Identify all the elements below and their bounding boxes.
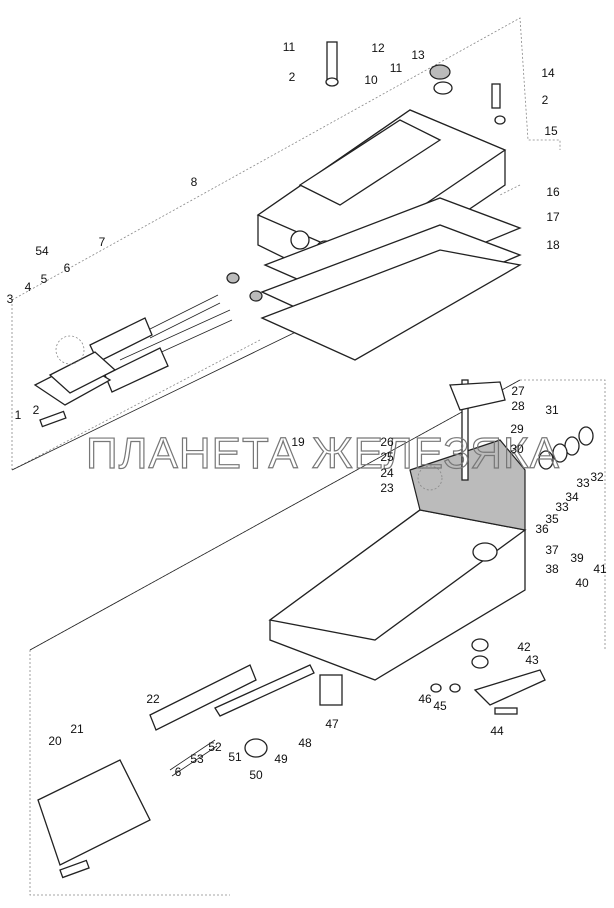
callout-26: 26 [380,435,394,449]
callout-29: 29 [510,422,524,436]
callout-53: 53 [190,752,204,766]
upper-small-parts [226,41,506,302]
callout-12: 12 [371,41,385,55]
assembly-frames [11,17,606,896]
callout-50: 50 [249,768,263,782]
watermark-text: ПЛАНЕТА ЖЕЛЕЗЯКА [86,429,560,478]
callout-51: 51 [228,750,242,764]
callout-11: 11 [283,40,296,54]
watermark: ПЛАНЕТА ЖЕЛЕЗЯКА [85,428,560,478]
callout-45: 45 [433,699,447,713]
callout-32: 32 [590,470,604,484]
callout-27: 27 [511,384,525,398]
callout-38: 38 [545,562,559,576]
callout-18: 18 [546,238,560,252]
callout-1: 1 [15,408,22,422]
callout-21: 21 [70,722,84,736]
callout-20: 20 [48,734,62,748]
callout-40: 40 [575,576,589,590]
callout-25: 25 [380,450,394,464]
callout-19: 19 [291,435,305,449]
callout-43: 43 [525,653,539,667]
callout-42: 42 [517,640,531,654]
callout-4: 4 [25,280,32,294]
callout-35: 35 [545,512,559,526]
callout-7: 7 [99,235,106,249]
callout-2: 2 [33,403,40,417]
callout-44: 44 [490,724,504,738]
callout-3: 3 [7,292,14,306]
callout-52: 52 [208,740,222,754]
callout-47: 47 [325,717,339,731]
callout-5: 5 [41,272,48,286]
callout-54: 54 [35,244,49,258]
callout-14: 14 [541,66,555,80]
callout-36: 36 [535,522,549,536]
callout-6: 6 [64,261,71,275]
callout-41: 41 [593,562,607,576]
valve-body [268,379,527,681]
callout-33: 33 [555,500,569,514]
callout-11: 11 [390,61,403,75]
callout-31: 31 [545,403,559,417]
callout-13: 13 [411,48,425,62]
callout-46: 46 [418,692,432,706]
callout-22: 22 [146,692,160,706]
callout-2: 2 [289,70,296,84]
lower-spools-plate [37,426,594,879]
callout-37: 37 [545,543,559,557]
callout-16: 16 [546,185,560,199]
callout-24: 24 [380,466,394,480]
upper-springs-spools [33,294,233,428]
callout-2: 2 [542,93,549,107]
callout-30: 30 [510,442,524,456]
callout-33: 33 [576,476,590,490]
callout-34: 34 [565,490,579,504]
callout-28: 28 [511,399,525,413]
callout-8: 8 [191,175,198,189]
callout-48: 48 [298,736,312,750]
callout-15: 15 [544,124,558,138]
gaskets [260,197,522,361]
callout-6: 6 [175,765,182,779]
callout-49: 49 [274,752,288,766]
callout-23: 23 [380,481,394,495]
callout-10: 10 [364,73,378,87]
callout-17: 17 [546,210,560,224]
callout-39: 39 [570,551,584,565]
